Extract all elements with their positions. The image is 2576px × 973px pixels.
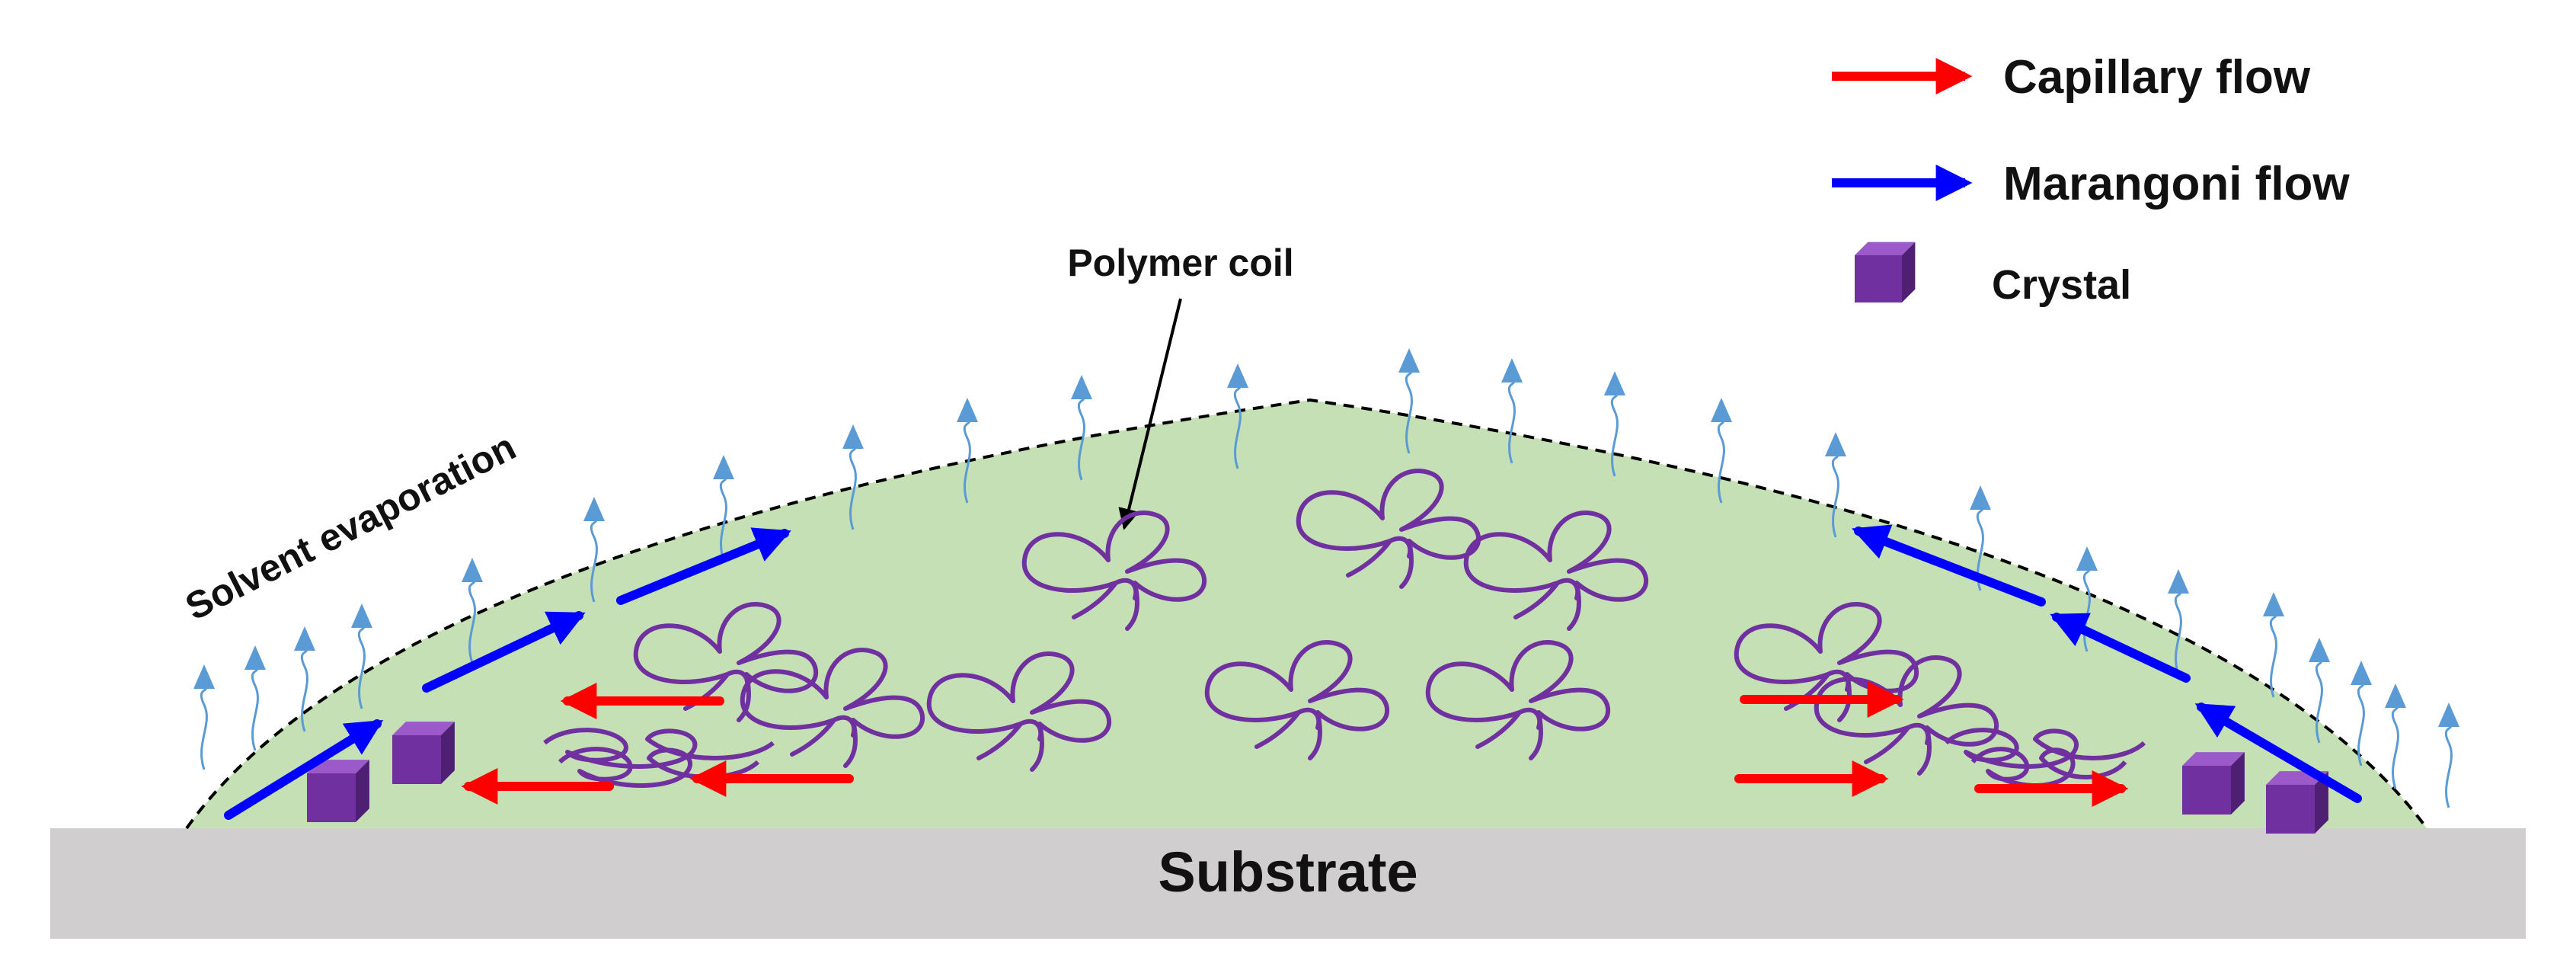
evaporation-arrow	[2309, 638, 2330, 744]
crystal	[307, 760, 369, 822]
evaporation-arrow	[1970, 485, 1991, 591]
marangoni-arrow-left-1	[224, 719, 384, 820]
legend-marangoni-label: Marangoni flow	[2003, 158, 2350, 210]
evaporation-arrow	[244, 645, 266, 751]
droplet-surface-line	[185, 398, 2428, 830]
evaporation-arrow	[842, 424, 864, 530]
solvent-evaporation-label: Solvent evaporation	[179, 425, 523, 629]
legend-capillary-label: Capillary flow	[2003, 51, 2311, 104]
legend: Capillary flow Marangoni flow Crystal	[1832, 51, 2350, 308]
polymer-coil	[1463, 511, 1649, 631]
marangoni-arrow-left-3	[616, 527, 791, 605]
evaporation-arrow	[2438, 703, 2459, 808]
marangoni-arrow-right-3	[1852, 524, 2046, 607]
crystal	[2182, 752, 2245, 815]
evaporation-arrow	[294, 626, 315, 732]
polymer-coil-label: Polymer coil	[1067, 242, 1293, 284]
crystals	[307, 722, 2328, 834]
evaporation-arrow	[957, 398, 978, 504]
evaporation-arrow	[1604, 371, 1625, 477]
crystal	[2266, 771, 2328, 834]
polymer-coil-pointer	[1118, 298, 1182, 530]
legend-crystal-icon	[1855, 242, 1916, 302]
polymer-coil	[926, 651, 1112, 772]
polymer-coil	[740, 648, 925, 768]
polymer-coil	[1021, 511, 1207, 631]
evaporation-arrow	[1398, 348, 1420, 454]
evaporation-arrow	[193, 664, 215, 770]
polymer-coil	[1296, 469, 1481, 589]
crystal-legend-cube	[1855, 242, 1916, 302]
evaporation-arrow	[1711, 398, 1732, 504]
polymer-coil	[1204, 640, 1390, 760]
capillary-flow-arrows	[461, 681, 2129, 807]
polymer-chain-flat	[558, 747, 760, 788]
evaporation-arrow	[462, 558, 483, 664]
evaporation-arrow	[583, 497, 605, 603]
polymer-coil	[1814, 655, 1999, 776]
legend-crystal-label: Crystal	[1992, 262, 2131, 308]
crystal	[392, 722, 455, 784]
evaporation-arrow	[1825, 432, 1846, 538]
marangoni-arrow-left-2	[422, 611, 586, 693]
evaporation-arrow	[1071, 375, 1092, 481]
evaporation-arrow	[2385, 683, 2406, 789]
polymer-coil	[1425, 640, 1611, 760]
evaporation-arrow	[1227, 363, 1248, 469]
polymer-coils	[543, 469, 2146, 788]
substrate-label: Substrate	[1158, 840, 1417, 904]
evaporation-arrow	[351, 603, 372, 709]
marangoni-flow-arrows	[224, 524, 2362, 820]
evaporation-arrow	[2263, 592, 2284, 698]
evaporation-arrow	[2168, 569, 2189, 675]
evaporation-arrow	[2351, 661, 2372, 767]
droplet	[187, 400, 2427, 828]
evaporation-arrow	[713, 455, 734, 561]
evaporation-arrow	[1501, 358, 1523, 464]
marangoni-arrow-right-1	[2194, 703, 2362, 803]
marangoni-arrow-right-2	[2050, 613, 2191, 683]
substrate	[50, 828, 2526, 939]
